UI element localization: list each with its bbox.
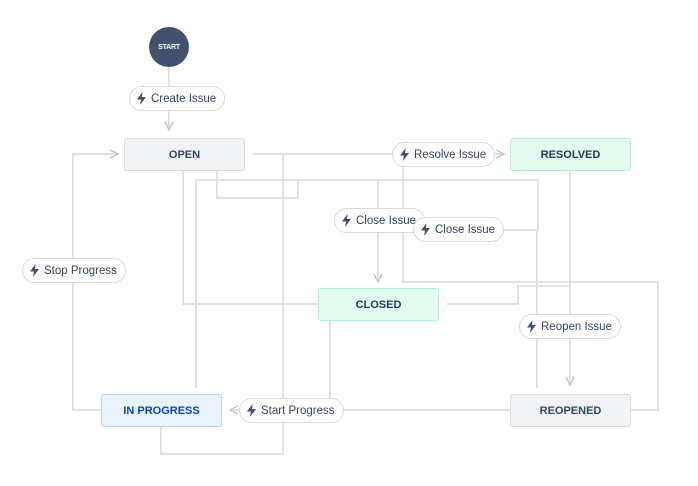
lightning-bolt-icon [247, 404, 256, 417]
transition-stop-progress[interactable]: Stop Progress [22, 258, 126, 283]
status-reopened[interactable]: REOPENED [510, 394, 631, 427]
lightning-bolt-icon [421, 223, 430, 236]
transition-label: Close Issue [356, 214, 417, 227]
transition-label: Stop Progress [44, 264, 117, 277]
lightning-bolt-icon [400, 148, 409, 161]
lightning-bolt-icon [30, 264, 39, 277]
transition-label: Close Issue [435, 223, 496, 236]
transition-label: Start Progress [261, 404, 335, 417]
status-resolved[interactable]: RESOLVED [510, 138, 631, 171]
transition-label: Create Issue [151, 92, 217, 105]
transition-create-issue[interactable]: Create Issue [129, 86, 226, 111]
transition-start-progress[interactable]: Start Progress [239, 398, 344, 423]
lightning-bolt-icon [527, 320, 536, 333]
start-node: START [149, 27, 189, 67]
lightning-bolt-icon [137, 92, 146, 105]
transition-label: Resolve Issue [414, 148, 487, 161]
transition-close-issue-b[interactable]: Close Issue [413, 217, 505, 242]
transition-reopen-issue[interactable]: Reopen Issue [519, 314, 621, 339]
status-in-progress[interactable]: IN PROGRESS [101, 394, 222, 427]
transition-resolve-issue[interactable]: Resolve Issue [392, 142, 496, 167]
status-closed[interactable]: CLOSED [318, 288, 439, 321]
transition-close-issue-a[interactable]: Close Issue [334, 208, 426, 233]
lightning-bolt-icon [342, 214, 351, 227]
transition-label: Reopen Issue [541, 320, 612, 333]
status-open[interactable]: OPEN [124, 138, 245, 171]
